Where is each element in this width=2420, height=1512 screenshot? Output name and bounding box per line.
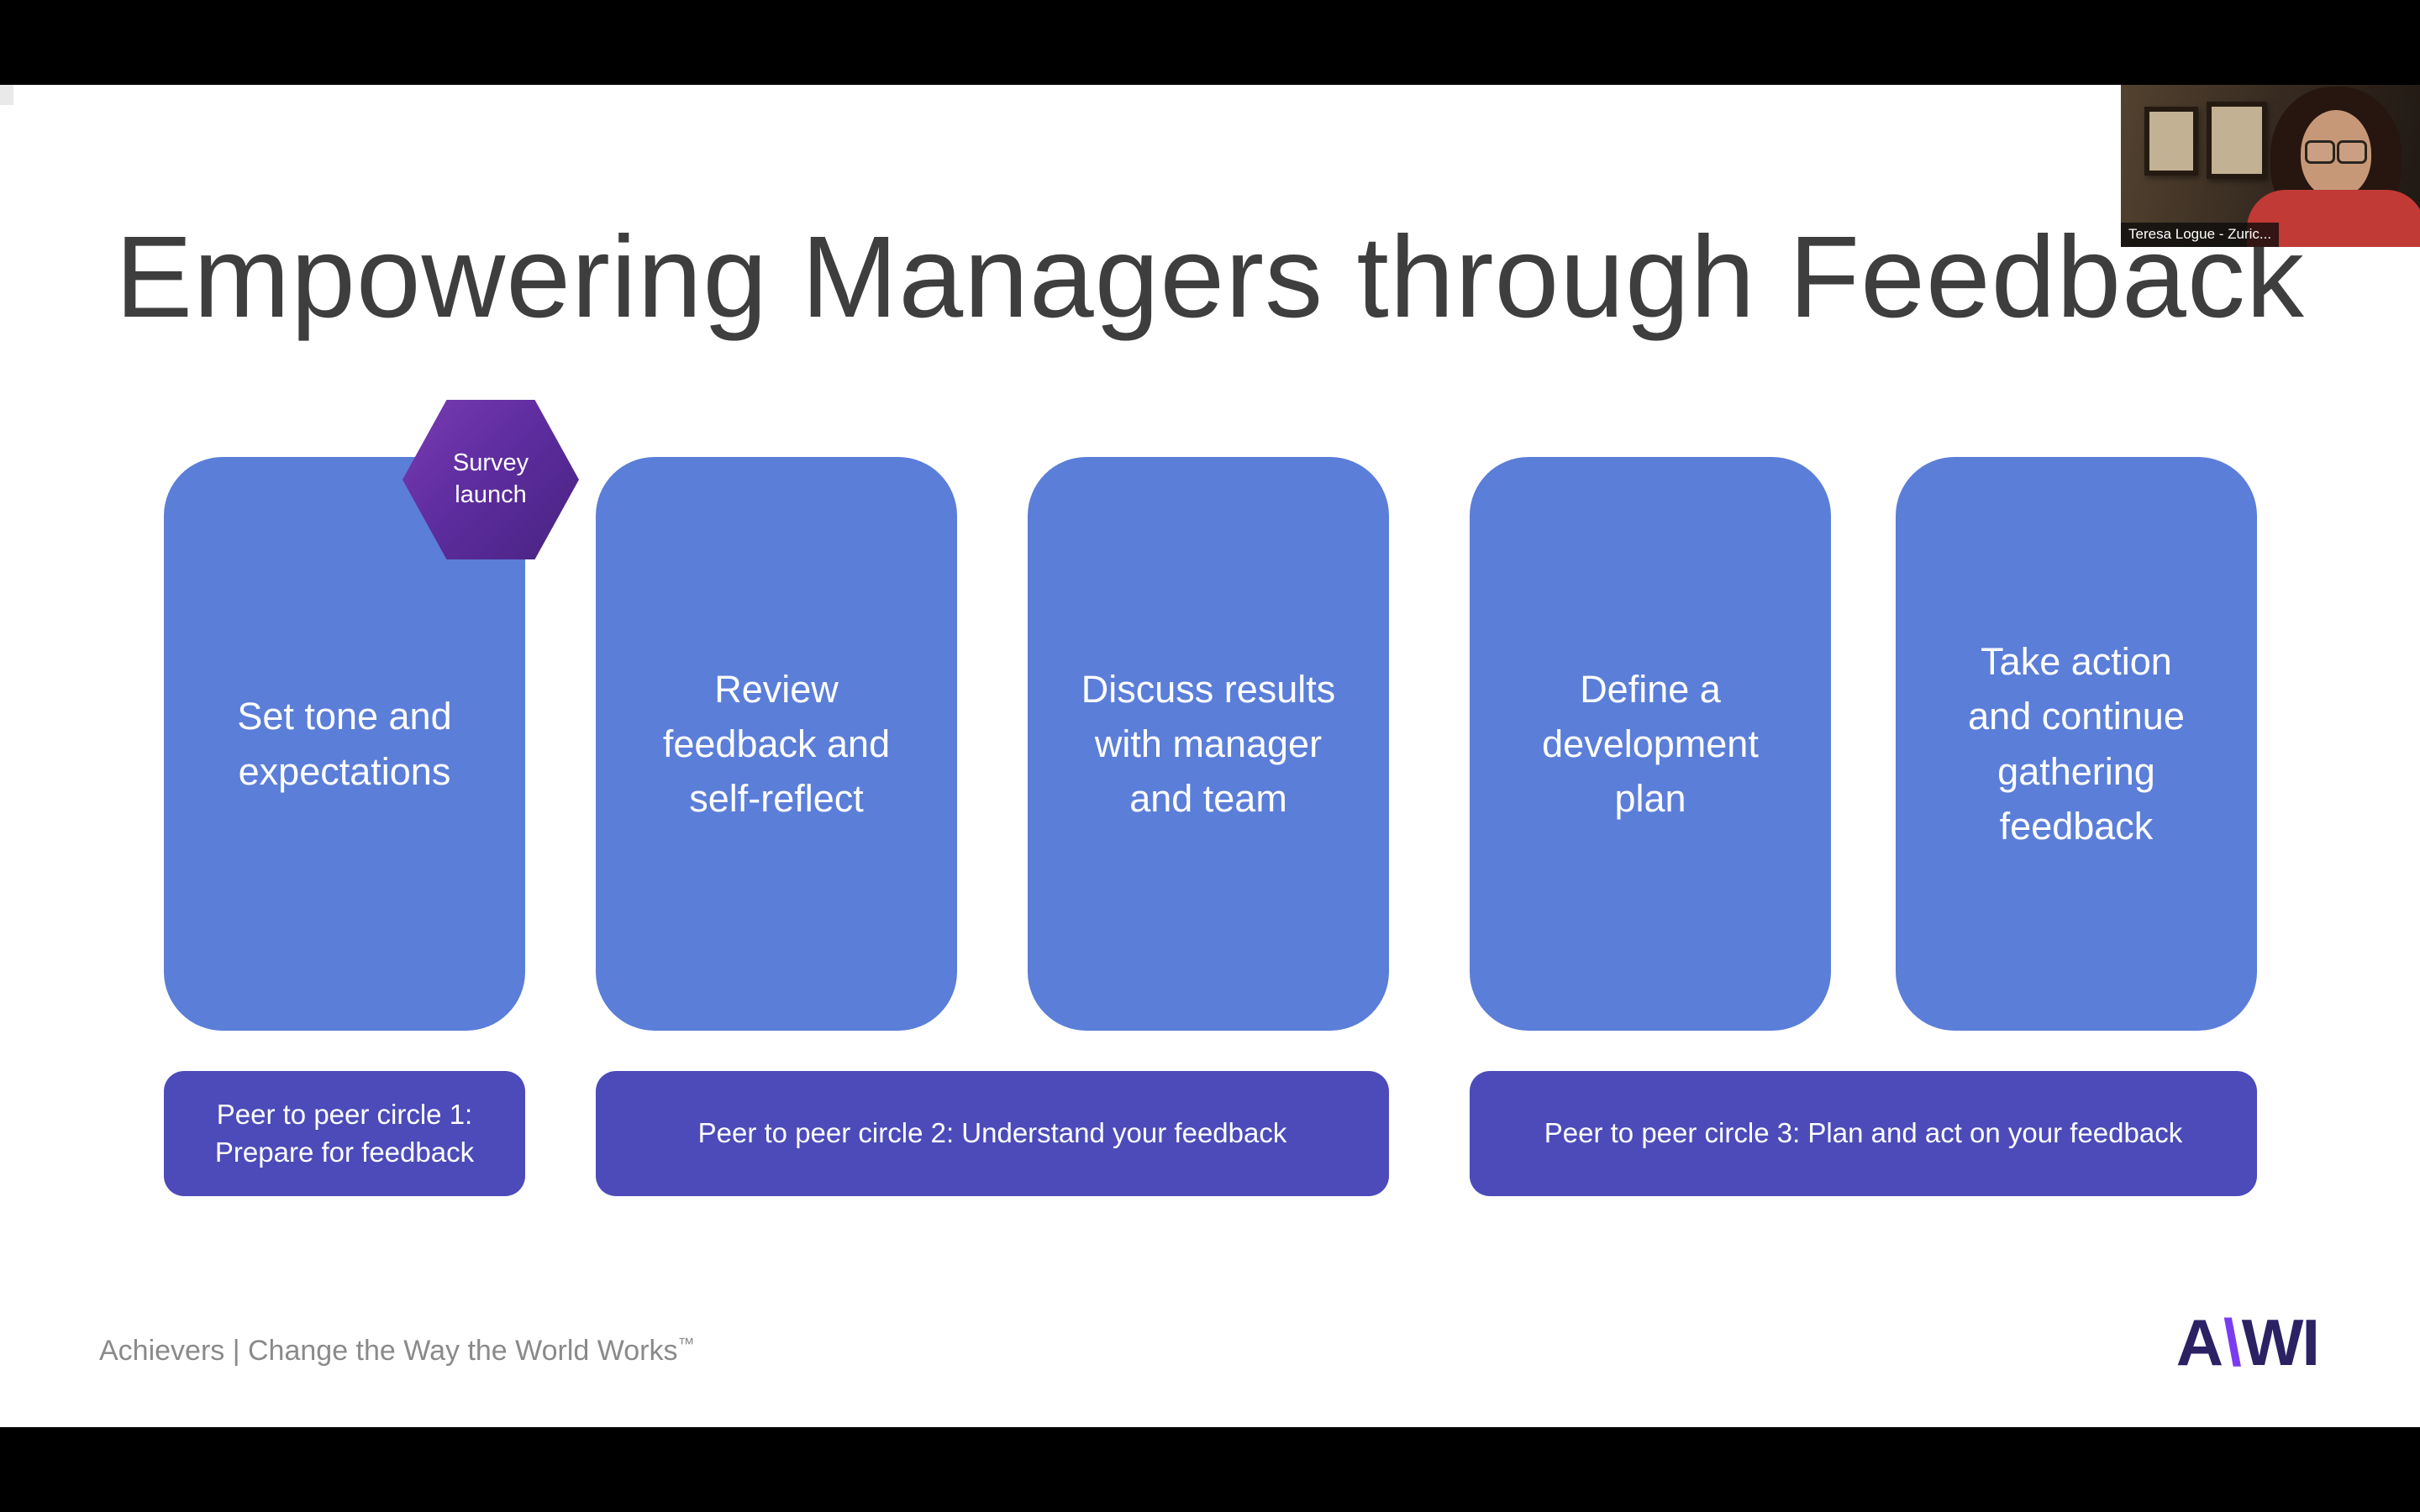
step-label: Set tone and expectations	[237, 695, 452, 793]
peer-circle-bar-3: Peer to peer circle 3: Plan and act on y…	[1470, 1071, 2257, 1196]
person-face	[2301, 110, 2371, 197]
trademark-symbol: ™	[677, 1335, 695, 1354]
picture-frame-icon	[2207, 102, 2267, 179]
peer-circle-bar-1: Peer to peer circle 1: Prepare for feedb…	[164, 1071, 525, 1196]
person-glasses	[2302, 140, 2370, 164]
peer-circle-label: Peer to peer circle 2: Understand your f…	[697, 1117, 1287, 1149]
webcam-video-tile[interactable]: Teresa Logue - Zuric...	[2121, 85, 2420, 247]
letterbox-bottom	[0, 1427, 2420, 1512]
peer-circle-label: Peer to peer circle 3: Plan and act on y…	[1544, 1117, 2183, 1149]
slide-title: Empowering Managers through Feedback	[115, 213, 2305, 342]
participant-name-label: Teresa Logue - Zuric...	[2121, 223, 2280, 247]
glasses-lens	[2337, 140, 2367, 164]
survey-launch-label: Survey launch	[452, 449, 529, 508]
step-label: Take action and continue gathering feedb…	[1968, 640, 2185, 848]
step-box-2: Review feedback and self-reflect	[596, 457, 957, 1031]
footer-tagline: Achievers | Change the Way the World Wor…	[99, 1335, 694, 1368]
step-box-4: Define a development plan	[1470, 457, 1831, 1031]
step-label: Review feedback and self-reflect	[662, 667, 891, 821]
step-label: Define a development plan	[1542, 667, 1759, 821]
logo-letters-wi: WI	[2241, 1305, 2320, 1379]
logo-slash: \	[2223, 1305, 2242, 1379]
peer-circle-label: Peer to peer circle 1: Prepare for feedb…	[214, 1098, 475, 1168]
letterbox-top	[0, 0, 2420, 85]
step-box-3: Discuss results with manager and team	[1028, 457, 1389, 1031]
screen-corner-artifact	[0, 85, 13, 105]
glasses-lens	[2305, 140, 2335, 164]
logo-letter-a: A	[2175, 1305, 2223, 1379]
peer-circle-bar-2: Peer to peer circle 2: Understand your f…	[596, 1071, 1389, 1196]
footer-tagline-text: Achievers | Change the Way the World Wor…	[99, 1335, 678, 1367]
slide-canvas: Empowering Managers through Feedback Set…	[0, 85, 2420, 1427]
step-box-5: Take action and continue gathering feedb…	[1896, 457, 2257, 1031]
step-label: Discuss results with manager and team	[1081, 667, 1336, 821]
awi-logo: A\WI	[2175, 1305, 2320, 1381]
picture-frame-icon	[2144, 107, 2198, 176]
